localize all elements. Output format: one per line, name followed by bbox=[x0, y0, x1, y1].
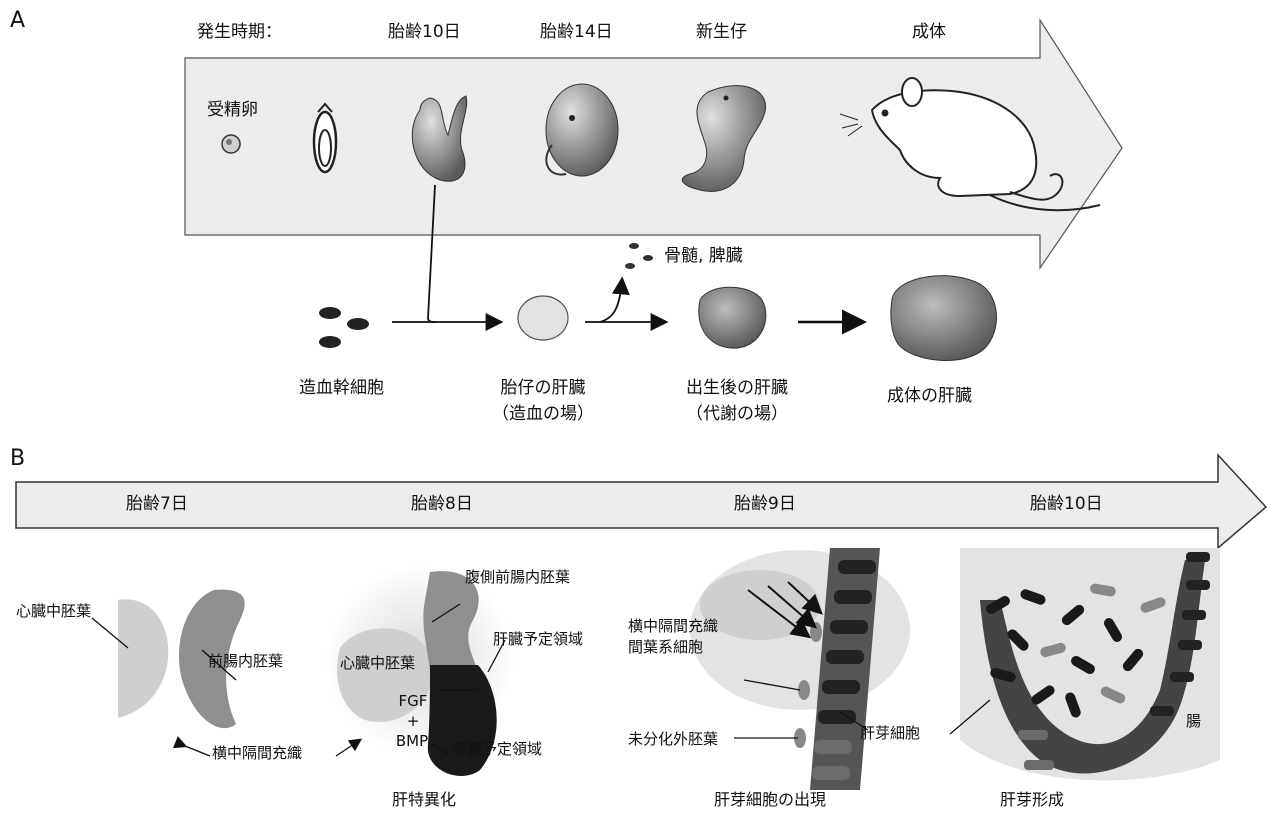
embryo-e14 bbox=[546, 84, 618, 176]
ventral-foregut-d8 bbox=[423, 571, 478, 672]
d9-stm-line2: 間葉系細胞 bbox=[628, 638, 703, 656]
stage-e14: 胎齢14日 bbox=[540, 22, 613, 42]
d8-ventral-foregut-label: 腹側前腸内胚葉 bbox=[465, 568, 570, 586]
day-e10: 胎齢10日 bbox=[1030, 494, 1103, 514]
d8-fgf-label: FGF bbox=[388, 692, 438, 710]
cardiac-mesoderm-d7 bbox=[118, 599, 168, 718]
stage-label: 発生時期： bbox=[197, 22, 282, 42]
panel-letter-b: B bbox=[10, 446, 25, 471]
day-e8: 胎齢8日 bbox=[411, 494, 473, 514]
d9-stm-line1: 横中隔間充織 bbox=[628, 617, 718, 635]
postnatal-liver bbox=[699, 287, 766, 348]
d7-foregut-label: 前腸内胚葉 bbox=[208, 652, 283, 670]
d10-caption: 肝芽形成 bbox=[1000, 790, 1064, 809]
adult-liver bbox=[891, 276, 997, 361]
liver-domain-d8 bbox=[428, 665, 497, 776]
postnatal-liver-note: （代謝の場） bbox=[672, 404, 802, 424]
stage-e10: 胎齢10日 bbox=[388, 22, 461, 42]
fertilized-egg-label: 受精卵 bbox=[207, 100, 258, 120]
migrating-cells bbox=[625, 243, 653, 269]
d7-cardiac-label: 心臓中胚葉 bbox=[16, 602, 91, 620]
hematopoietic-stem-cells bbox=[319, 307, 369, 348]
d8-plus-label: + bbox=[388, 712, 438, 730]
d8-cardiac-label: 心臓中胚葉 bbox=[340, 654, 415, 672]
d8-bmp-label: BMP bbox=[384, 732, 440, 750]
postnatal-liver-label: 出生後の肝臓 bbox=[672, 378, 802, 398]
day-e7: 胎齢7日 bbox=[126, 494, 188, 514]
d9-hepatoblast-label: 肝芽細胞 bbox=[860, 724, 920, 742]
fetal-liver-note: （造血の場） bbox=[478, 404, 608, 424]
bone-marrow-spleen-label: 骨髄, 脾臓 bbox=[664, 246, 743, 266]
fetal-liver-label: 胎仔の肝臓 bbox=[478, 378, 608, 398]
d8-pancreas-label: 膵臓予定領域 bbox=[452, 740, 542, 758]
pathway-arrow-branch bbox=[600, 280, 622, 322]
d8-liver-domain-label: 肝臓予定領域 bbox=[493, 630, 583, 648]
stage-adult: 成体 bbox=[912, 22, 946, 42]
d9-caption: 肝芽細胞の出現 bbox=[714, 790, 826, 809]
fetal-liver bbox=[518, 296, 568, 340]
d9-undiff-label: 未分化外胚葉 bbox=[628, 730, 718, 748]
d10-gut-label: 腸 bbox=[1186, 712, 1201, 730]
d7-stm-label: 横中隔間充織 bbox=[212, 744, 302, 762]
hsc-label: 造血幹細胞 bbox=[299, 378, 384, 398]
panel-letter-a: A bbox=[10, 8, 25, 33]
day-e9: 胎齢9日 bbox=[734, 494, 796, 514]
adult-liver-label: 成体の肝臓 bbox=[887, 386, 972, 406]
stage-newborn: 新生仔 bbox=[696, 22, 747, 42]
d8-caption: 肝特異化 bbox=[392, 790, 456, 809]
